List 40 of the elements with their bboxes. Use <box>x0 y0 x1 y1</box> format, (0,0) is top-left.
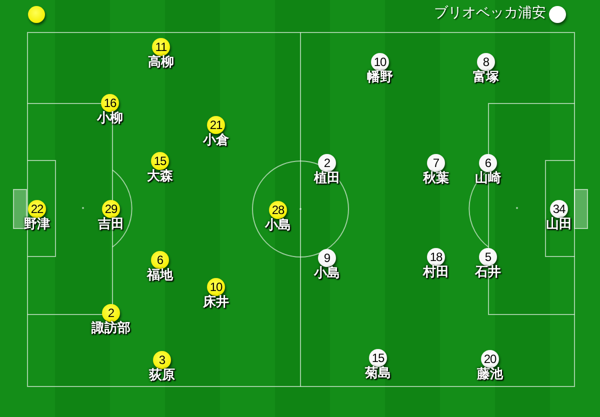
player-name: 幡野 <box>367 70 393 85</box>
player-name: 小島 <box>265 218 291 233</box>
player-marker: 28 <box>269 201 287 219</box>
player-name: 秋葉 <box>423 171 449 186</box>
player-name: 小倉 <box>203 133 229 148</box>
player-marker: 15 <box>151 152 169 170</box>
player-name: 山田 <box>546 217 572 232</box>
player-name: 福地 <box>147 268 173 283</box>
player-marker: 16 <box>101 94 119 112</box>
player-marker: 15 <box>369 349 387 367</box>
player-marker: 10 <box>371 53 389 71</box>
player-name: 富塚 <box>473 70 499 85</box>
player-marker: 3 <box>153 351 171 369</box>
player-marker: 9 <box>318 249 336 267</box>
player-name: 藤池 <box>477 367 503 382</box>
player-marker: 34 <box>550 200 568 218</box>
player-marker: 22 <box>28 200 46 218</box>
player-marker: 7 <box>427 154 445 172</box>
player-name: 荻原 <box>149 368 175 383</box>
player-marker: 21 <box>207 116 225 134</box>
player-name: 高柳 <box>148 55 174 70</box>
player-name: 村田 <box>423 265 449 280</box>
player-name: 小島 <box>314 266 340 281</box>
player-marker: 6 <box>151 251 169 269</box>
player-marker: 2 <box>318 154 336 172</box>
player-name: 大森 <box>147 169 173 184</box>
team-name: ブリオベッカ浦安 <box>434 5 546 22</box>
player-marker: 29 <box>102 200 120 218</box>
player-name: 植田 <box>314 171 340 186</box>
player-name: 床井 <box>203 295 229 310</box>
player-marker: 2 <box>102 304 120 322</box>
player-marker: 10 <box>207 278 225 296</box>
player-marker: 20 <box>481 350 499 368</box>
player-name: 菊島 <box>365 366 391 381</box>
player-marker: 11 <box>152 38 170 56</box>
player-marker: 6 <box>479 154 497 172</box>
player-name: 諏訪部 <box>92 321 130 336</box>
player-marker: 18 <box>427 248 445 266</box>
player-marker: 5 <box>479 248 497 266</box>
player-marker: 8 <box>477 53 495 71</box>
